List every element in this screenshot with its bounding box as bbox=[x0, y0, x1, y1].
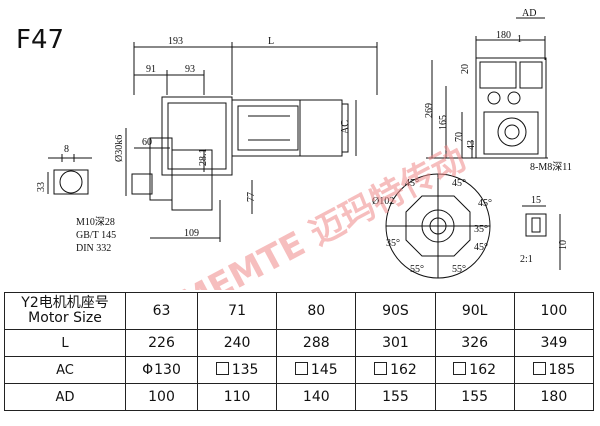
dim-70: 70 bbox=[454, 132, 465, 142]
dim-165: 165 bbox=[438, 115, 449, 130]
note-gbt: GB/T 145 bbox=[76, 230, 116, 241]
value-cell: 349 bbox=[513, 329, 595, 357]
header-label-en: Motor Size bbox=[28, 310, 102, 326]
value-cell: 226 bbox=[125, 329, 198, 357]
value-cell: 301 bbox=[355, 329, 436, 357]
value-cell: 140 bbox=[276, 383, 357, 411]
dim-L: L bbox=[268, 36, 274, 47]
dim-33: 33 bbox=[36, 182, 47, 192]
size-cell: 90S bbox=[355, 292, 436, 330]
size-cell: 80 bbox=[276, 292, 357, 330]
angle-8: 55° bbox=[452, 264, 466, 275]
square-symbol bbox=[294, 362, 308, 375]
dim-77: 77 bbox=[246, 192, 257, 202]
dim-AD: AD bbox=[522, 8, 536, 19]
table-row-L: L 226 240 288 301 326 349 bbox=[4, 329, 595, 357]
dim-8: 8 bbox=[64, 144, 69, 155]
dim-91: 91 bbox=[146, 64, 156, 75]
table-header-row: Y2电机机座号 Motor Size 63 71 80 90S 90L 100 bbox=[4, 292, 595, 330]
value-cell: 185 bbox=[513, 356, 595, 384]
dim-28-1: 28.1 bbox=[198, 149, 209, 167]
angle-6: 35° bbox=[474, 224, 488, 235]
size-cell: 90L bbox=[434, 292, 515, 330]
value-cell: 155 bbox=[355, 383, 436, 411]
dim-20: 20 bbox=[460, 64, 471, 74]
square-symbol bbox=[374, 362, 388, 375]
table-row-AD: AD 100 110 140 155 155 180 bbox=[4, 383, 595, 411]
technical-drawing: F47 bbox=[16, 8, 572, 290]
value-cell: 162 bbox=[434, 356, 515, 384]
value-cell: Φ130 bbox=[125, 356, 198, 384]
row-label: L bbox=[4, 329, 126, 357]
size-cell: 100 bbox=[513, 292, 595, 330]
side-view bbox=[47, 42, 378, 242]
size-cell: 63 bbox=[125, 292, 198, 330]
angle-7: 55° bbox=[410, 264, 424, 275]
phi-symbol: Φ bbox=[142, 362, 154, 378]
dim-102: Ø102 bbox=[372, 196, 394, 207]
end-view-dimensions: AD 180 1 20 269 165 70 43 8-M8深11 bbox=[424, 8, 572, 173]
dim-269: 269 bbox=[424, 103, 435, 118]
dim-109: 109 bbox=[184, 228, 199, 239]
flange-view bbox=[385, 173, 491, 279]
value-text: 135 bbox=[231, 362, 259, 378]
key-view bbox=[522, 205, 561, 270]
value-cell: 145 bbox=[276, 356, 357, 384]
dim-1: 1 bbox=[517, 34, 522, 45]
note-din: DIN 332 bbox=[76, 243, 111, 254]
value-text: 145 bbox=[310, 362, 338, 378]
key-view-dimensions: 15 10 2:1 bbox=[520, 195, 569, 265]
value-text: 162 bbox=[469, 362, 497, 378]
dim-93: 93 bbox=[185, 64, 195, 75]
value-text: 162 bbox=[390, 362, 417, 378]
value-text: 130 bbox=[154, 362, 181, 378]
angle-3: 45° bbox=[478, 198, 492, 209]
model-title: F47 bbox=[16, 25, 64, 55]
value-cell: 180 bbox=[513, 383, 595, 411]
dim-10: 10 bbox=[558, 240, 569, 250]
header-label-cell: Y2电机机座号 Motor Size bbox=[4, 292, 126, 330]
value-cell: 135 bbox=[196, 356, 278, 384]
value-cell: 100 bbox=[125, 383, 198, 411]
dim-30k6: Ø30k6 bbox=[114, 135, 125, 162]
flange-view-dimensions: 45° 45° 45° 45° 35° 35° 55° 55° Ø102 bbox=[372, 178, 492, 275]
dim-180: 180 bbox=[496, 30, 511, 41]
row-label: AC bbox=[4, 356, 126, 384]
row-label: AD bbox=[4, 383, 126, 411]
angle-4: 45° bbox=[474, 242, 488, 253]
square-symbol bbox=[453, 362, 467, 375]
value-cell: 288 bbox=[276, 329, 357, 357]
dim-193: 193 bbox=[168, 36, 183, 47]
dim-AC: AC bbox=[340, 120, 351, 134]
dim-8-m8: 8-M8深11 bbox=[530, 161, 572, 173]
value-cell: 162 bbox=[355, 356, 436, 384]
angle-1: 45° bbox=[405, 178, 419, 189]
dim-43: 43 bbox=[466, 140, 477, 150]
side-view-dimensions: 193 L 91 93 60 8 33 Ø30k6 28.1 77 109 AC… bbox=[36, 36, 351, 254]
header-label-cn: Y2电机机座号 bbox=[21, 295, 109, 311]
size-cell: 71 bbox=[196, 292, 278, 330]
note-m10: M10深28 bbox=[76, 216, 115, 228]
value-text: 185 bbox=[548, 362, 576, 378]
table-row-AC: AC Φ130 135 145 162 162 185 bbox=[4, 356, 595, 384]
square-symbol bbox=[532, 362, 546, 375]
end-view bbox=[426, 17, 548, 159]
value-cell: 240 bbox=[196, 329, 278, 357]
dim-15: 15 bbox=[531, 195, 541, 206]
scale-ratio: 2:1 bbox=[520, 254, 533, 265]
value-cell: 155 bbox=[434, 383, 515, 411]
motor-size-table: Y2电机机座号 Motor Size 63 71 80 90S 90L 100 … bbox=[4, 292, 595, 411]
square-symbol bbox=[215, 362, 229, 375]
value-cell: 110 bbox=[196, 383, 278, 411]
angle-2: 45° bbox=[452, 178, 466, 189]
angle-5: 35° bbox=[386, 238, 400, 249]
value-cell: 326 bbox=[434, 329, 515, 357]
dim-60: 60 bbox=[142, 137, 152, 148]
